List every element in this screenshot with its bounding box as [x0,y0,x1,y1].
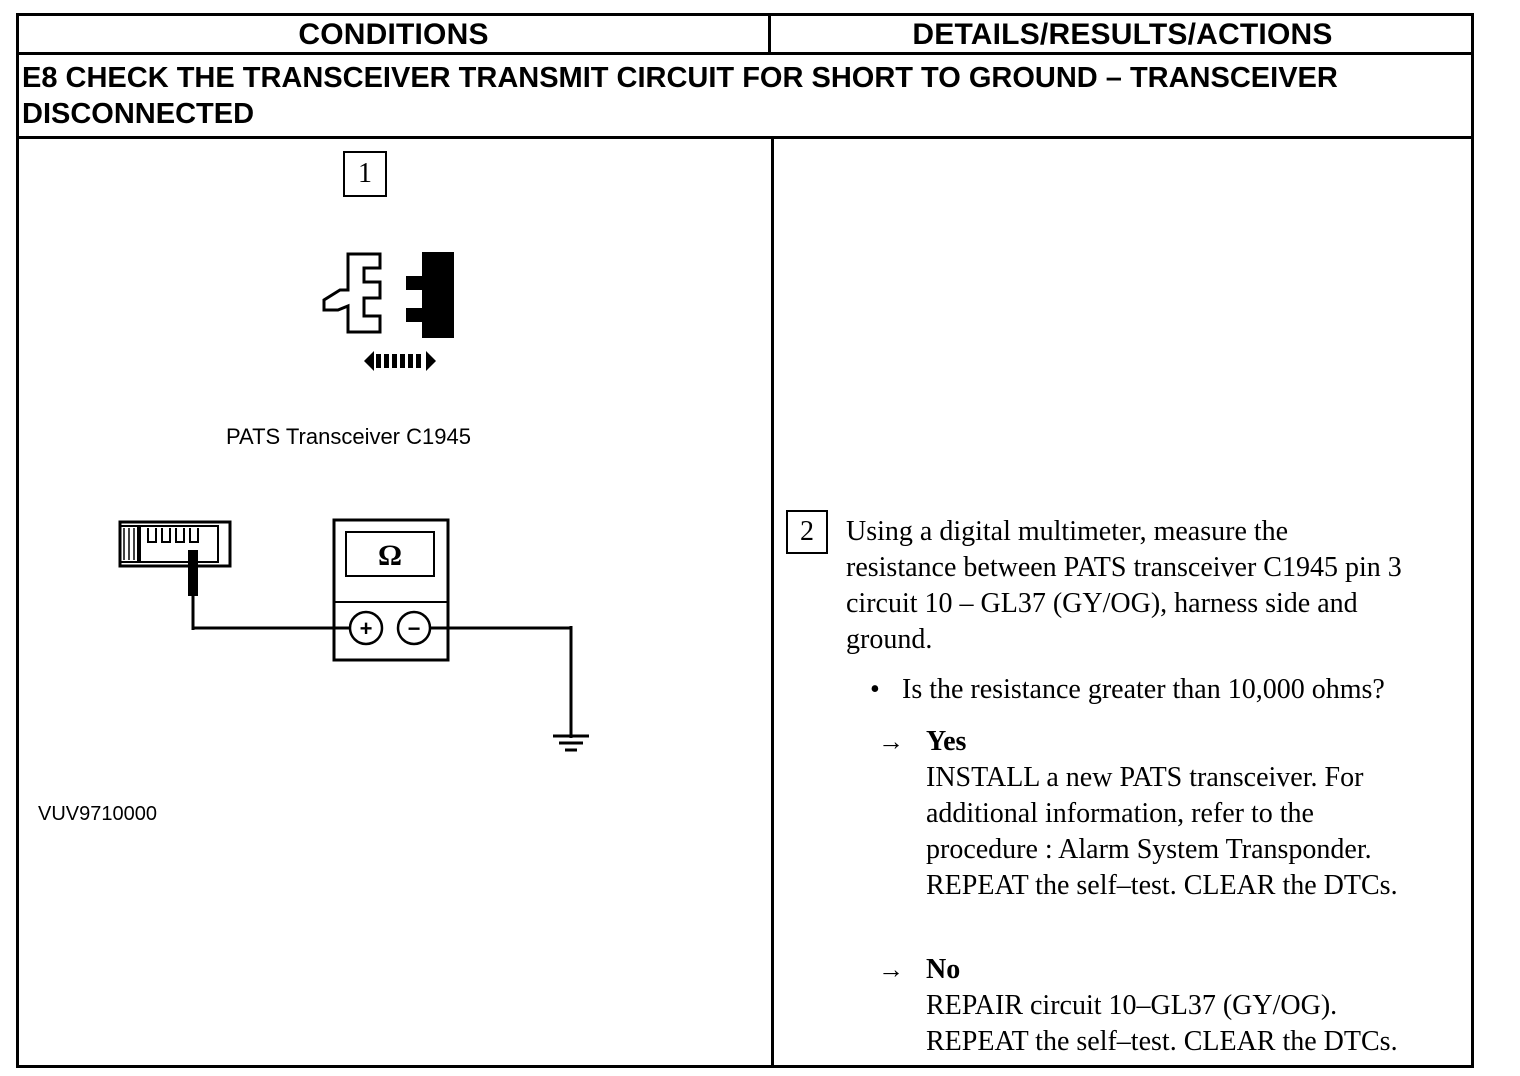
no-action-line: REPAIR circuit 10–GL37 (GY/OG). [926,990,1338,1021]
answer-yes: → Yes INSTALL a new PATS transceiver. Fo… [878,724,1458,904]
title-divider [16,136,1474,139]
question-text: Is the resistance greater than 10,000 oh… [902,674,1385,705]
body-column-divider [771,137,774,1067]
yes-action-line: INSTALL a new PATS transceiver. For [926,762,1364,793]
step-2-number-box: 2 [786,510,828,554]
step-1-number-box: 1 [343,151,387,197]
multimeter-wiring-diagram: Ω + − [118,518,589,752]
header-conditions: CONDITIONS [298,18,489,51]
step-title-line-2: DISCONNECTED [22,98,255,130]
step-title: E8 CHECK THE TRANSCEIVER TRANSMIT CIRCUI… [22,60,1462,132]
no-label: No [926,954,961,985]
header-divider [16,52,1474,55]
no-action-text: REPAIR circuit 10–GL37 (GY/OG). REPEAT t… [926,988,1458,1060]
connector-disconnect-icon [322,252,454,371]
step-title-line-1: E8 CHECK THE TRANSCEIVER TRANSMIT CIRCUI… [22,62,1338,94]
bullet-icon: • [870,674,880,705]
table-frame [16,13,1474,1068]
yes-action-line: procedure : Alarm System Transponder. [926,834,1372,865]
minus-terminal-label: − [408,616,421,641]
header-details-results-actions: DETAILS/RESULTS/ACTIONS [912,18,1333,51]
question-item: • Is the resistance greater than 10,000 … [870,672,1470,708]
yes-action-text: INSTALL a new PATS transceiver. For addi… [926,760,1458,904]
yes-action-line: REPEAT the self–test. CLEAR the DTCs. [926,870,1398,901]
instruction-line: resistance between PATS transceiver C194… [846,552,1402,583]
yes-action-line: additional information, refer to the [926,798,1314,829]
instruction-line: circuit 10 – GL37 (GY/OG), harness side … [846,588,1358,619]
instruction-line: Using a digital multimeter, measure the [846,516,1289,547]
header-column-divider [768,13,771,55]
instruction-line: ground. [846,624,933,655]
instruction-text: Using a digital multimeter, measure the … [846,514,1466,658]
arrow-right-icon: → [878,727,904,756]
arrow-right-icon: → [878,955,904,984]
yes-label: Yes [926,726,967,757]
no-action-line: REPEAT the self–test. CLEAR the DTCs. [926,1026,1398,1057]
ohm-symbol: Ω [378,539,402,572]
plus-terminal-label: + [360,616,373,641]
answer-no: → No REPAIR circuit 10–GL37 (GY/OG). REP… [878,952,1458,1060]
figure-id: VUV9710000 [38,803,157,825]
connector-caption: PATS Transceiver C1945 [226,424,471,449]
